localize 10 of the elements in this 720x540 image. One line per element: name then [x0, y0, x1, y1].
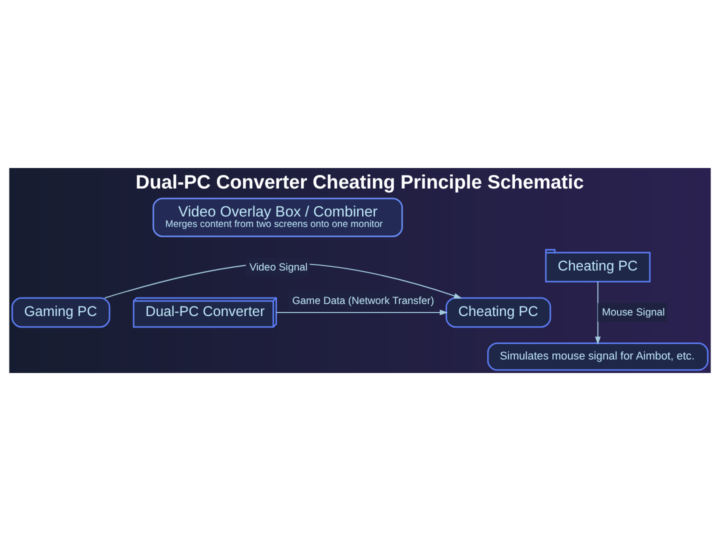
edge-label: Mouse Signal [602, 307, 665, 318]
edge-label: Video Signal [250, 262, 308, 273]
arrow [595, 281, 601, 344]
node-box: Simulates mouse signal for Aimbot, etc. [487, 342, 709, 370]
node-box: Cheating PC [446, 296, 552, 328]
arrow [276, 309, 448, 315]
node-box: Gaming PC [11, 296, 110, 328]
diagram-title: Dual-PC Converter Cheating Principle Schematic [136, 172, 584, 194]
edge-label: Game Data (Network Transfer) [292, 296, 434, 307]
node-box: Video Overlay Box / Combiner Merges content from two screens onto one monitor [152, 197, 403, 237]
